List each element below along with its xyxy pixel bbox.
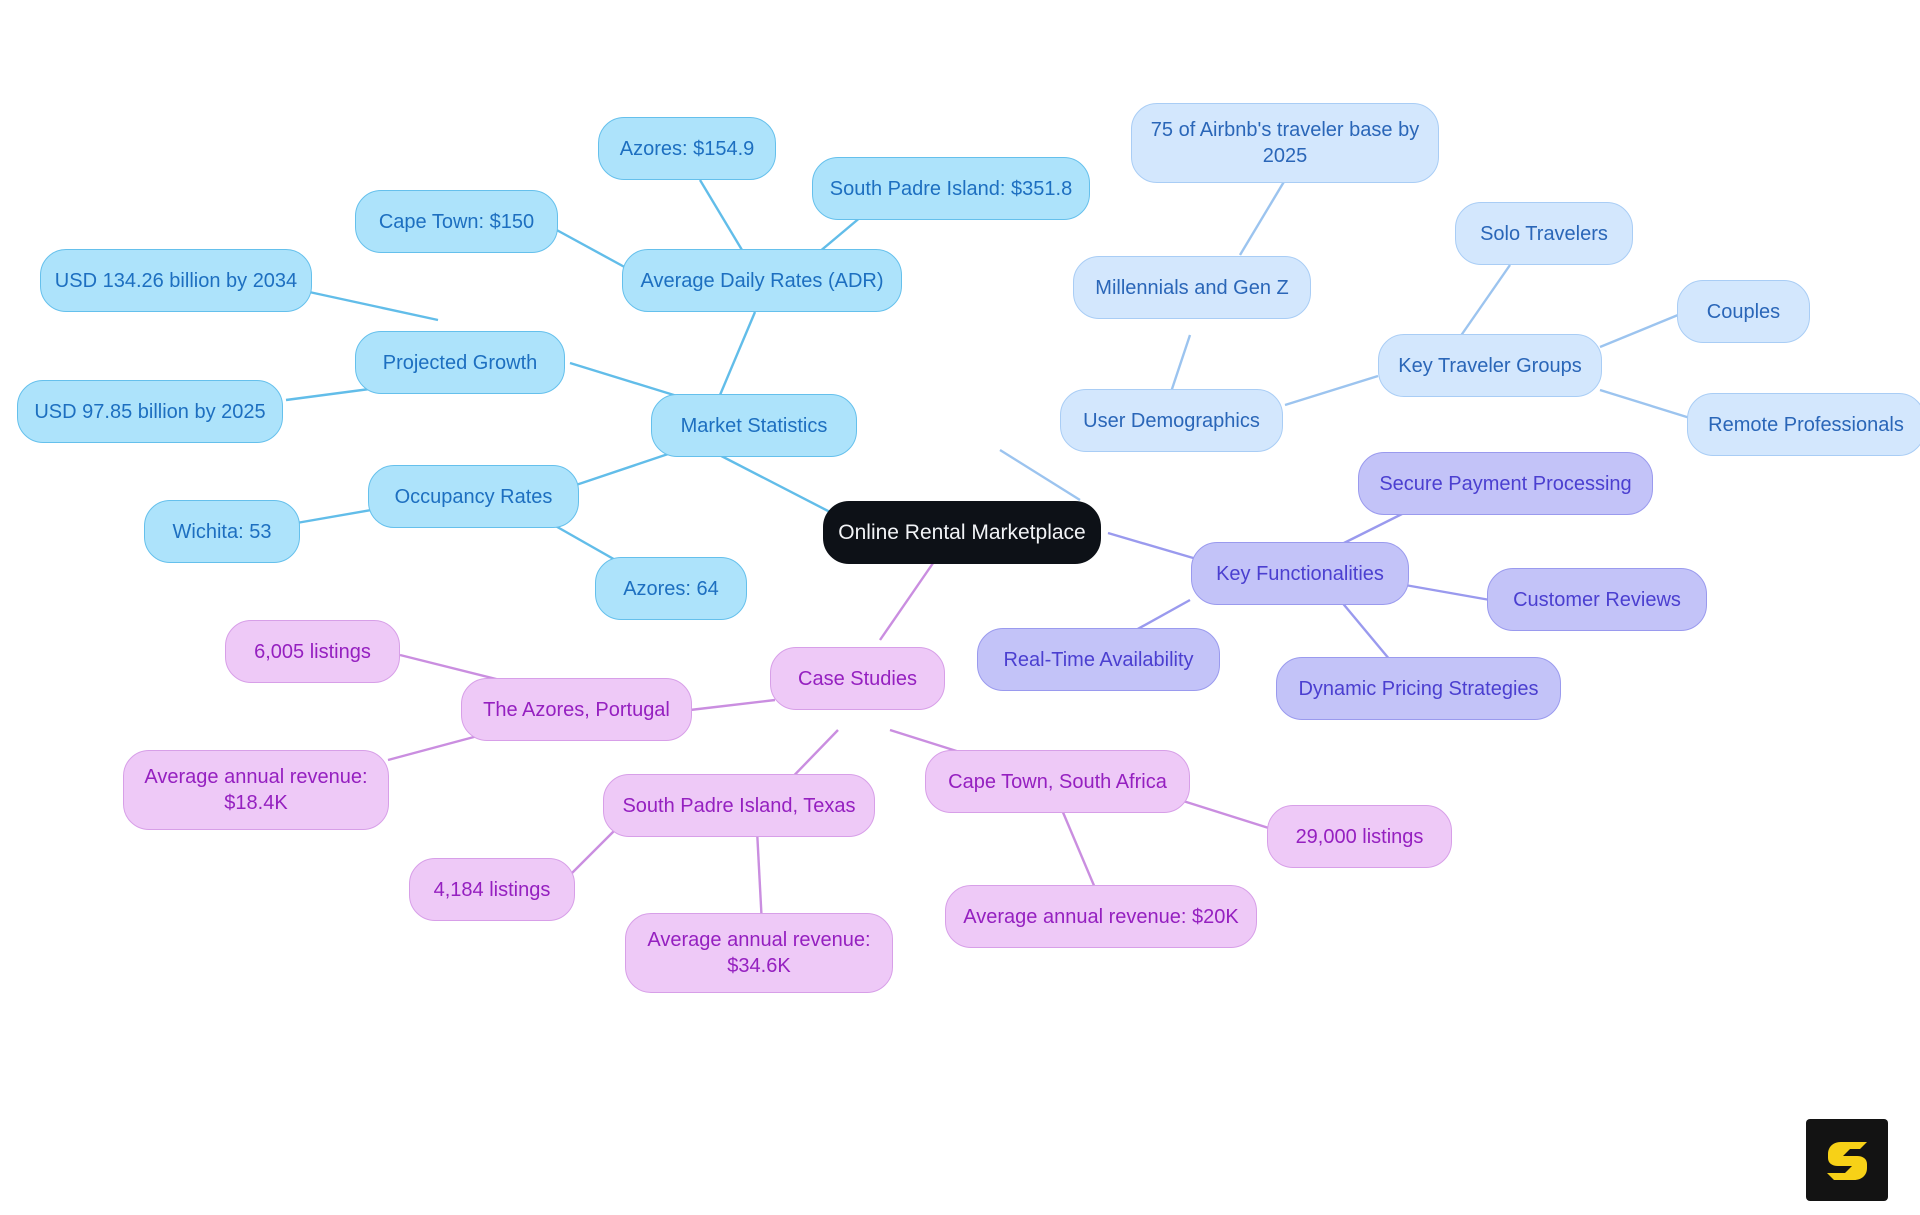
edge-demographics-traveler-groups	[1284, 374, 1379, 407]
edge-projected-usd134	[299, 288, 439, 322]
edge-root-key-functionalities	[1107, 531, 1201, 562]
node-remote-professionals[interactable]: Remote Professionals	[1687, 393, 1920, 456]
node-projected-growth[interactable]: Projected Growth	[355, 331, 565, 394]
node-customer-reviews[interactable]: Customer Reviews	[1487, 568, 1707, 631]
node-realtime-availability[interactable]: Real-Time Availability	[977, 628, 1220, 691]
node-cape-town-adr[interactable]: Cape Town: $150	[355, 190, 558, 253]
node-azores-adr[interactable]: Azores: $154.9	[598, 117, 776, 180]
node-occupancy-rates[interactable]: Occupancy Rates	[368, 465, 579, 528]
node-secure-payment[interactable]: Secure Payment Processing	[1358, 452, 1653, 515]
edge-traveler-couples	[1599, 313, 1679, 349]
edge-adr-capetown	[552, 226, 631, 272]
node-key-functionalities[interactable]: Key Functionalities	[1191, 542, 1409, 605]
node-key-traveler-groups[interactable]: Key Traveler Groups	[1378, 334, 1602, 397]
node-cape-town-listings[interactable]: 29,000 listings	[1267, 805, 1452, 868]
node-wichita-occ[interactable]: Wichita: 53	[144, 500, 300, 563]
node-cape-town[interactable]: Cape Town, South Africa	[925, 750, 1190, 813]
node-solo-travelers[interactable]: Solo Travelers	[1455, 202, 1633, 265]
edge-demographics-millennials	[1168, 334, 1192, 396]
node-cape-town-revenue[interactable]: Average annual revenue: $20K	[945, 885, 1257, 948]
node-millennials[interactable]: Millennials and Gen Z	[1073, 256, 1311, 319]
edge-adr-azores	[698, 179, 747, 256]
s-logo-icon	[1827, 1142, 1867, 1180]
edge-millennials-airbnb	[1238, 179, 1287, 256]
node-usd-134[interactable]: USD 134.26 billion by 2034	[40, 249, 312, 312]
edge-market-adr	[718, 311, 757, 396]
node-azores-occ[interactable]: Azores: 64	[595, 557, 747, 620]
node-south-padre-revenue[interactable]: Average annual revenue: $34.6K	[625, 913, 893, 993]
node-adr[interactable]: Average Daily Rates (ADR)	[622, 249, 902, 312]
node-azores-revenue[interactable]: Average annual revenue: $18.4K	[123, 750, 389, 830]
node-azores-portugal[interactable]: The Azores, Portugal	[461, 678, 692, 741]
node-dynamic-pricing[interactable]: Dynamic Pricing Strategies	[1276, 657, 1561, 720]
node-market-statistics[interactable]: Market Statistics	[651, 394, 857, 457]
edge-capetown-listings	[1179, 798, 1276, 832]
node-azores-listings[interactable]: 6,005 listings	[225, 620, 400, 683]
node-south-padre-adr[interactable]: South Padre Island: $351.8	[812, 157, 1090, 220]
edge-capetown-revenue	[1060, 809, 1100, 896]
node-user-demographics[interactable]: User Demographics	[1060, 389, 1283, 452]
edge-case-azores	[689, 698, 776, 712]
node-root[interactable]: Online Rental Marketplace	[823, 501, 1101, 564]
node-case-studies[interactable]: Case Studies	[770, 647, 945, 710]
edge-functionalities-dynamic-pricing	[1339, 599, 1391, 661]
edge-functionalities-reviews	[1404, 583, 1491, 602]
node-airbnb-base[interactable]: 75 of Airbnb's traveler base by 2025	[1131, 103, 1439, 183]
node-south-padre-listings[interactable]: 4,184 listings	[409, 858, 575, 921]
node-south-padre[interactable]: South Padre Island, Texas	[603, 774, 875, 837]
edge-traveler-remote	[1599, 388, 1691, 420]
edge-southpadre-revenue	[755, 829, 764, 926]
node-usd-97[interactable]: USD 97.85 billion by 2025	[17, 380, 283, 443]
edge-root-user-demographics	[999, 448, 1081, 502]
edge-market-occupancy	[569, 448, 681, 489]
node-couples[interactable]: Couples	[1677, 280, 1810, 343]
edge-root-case-studies	[879, 552, 941, 641]
s-logo	[1806, 1119, 1888, 1201]
edge-traveler-solo	[1459, 264, 1511, 338]
